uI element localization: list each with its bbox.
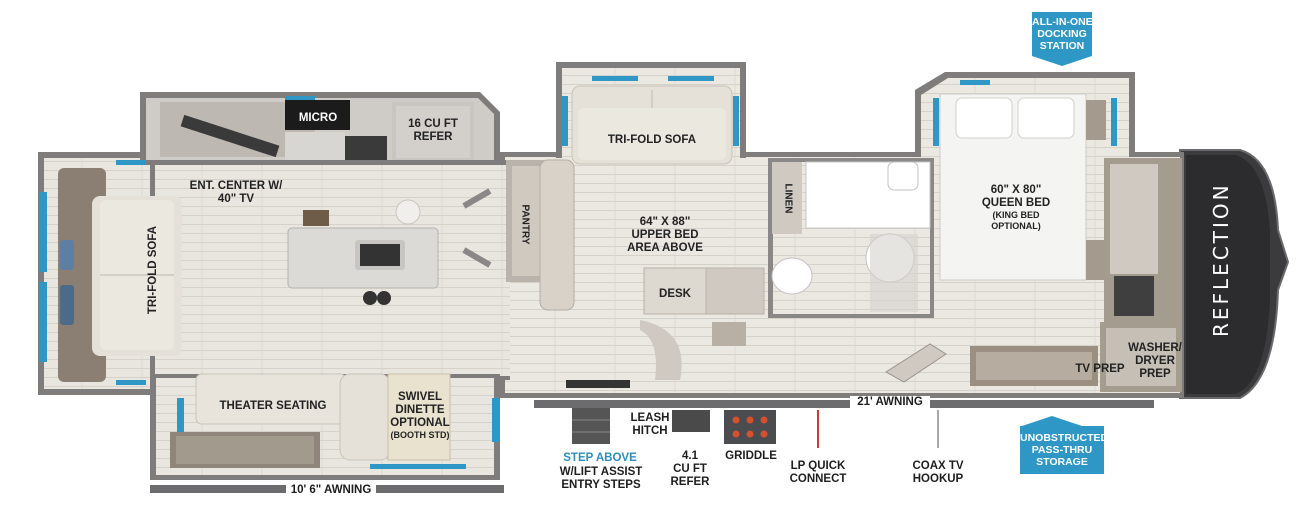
- pass-thru-line-3: STORAGE: [1036, 456, 1088, 468]
- washer-dryer-line-2: DRYER: [1135, 355, 1175, 367]
- exterior-refer-line-2: CU FT: [673, 463, 707, 475]
- docking-station-line-2: DOCKING: [1037, 28, 1087, 40]
- desk-label: DESK: [659, 288, 691, 300]
- bathroom: [768, 158, 934, 318]
- bedroom-dresser: [885, 343, 1098, 386]
- lift-assist-label: w/LIFT ASSIST ENTRY STEPS: [556, 466, 646, 492]
- upper-bed-line-1: 64" x 88": [639, 216, 691, 228]
- refer-label-line-1: 16 CU FT: [408, 118, 458, 130]
- linen-label: LINEN: [782, 183, 794, 214]
- leash-hitch-line-2: HITCH: [632, 425, 668, 437]
- swivel-dinette-label: SWIVEL DINETTE OPTIONAL (BOOTH STD): [388, 391, 452, 441]
- queen-bed: [939, 93, 1106, 281]
- queen-bed-label: 60" x 80" QUEEN BED (KING BED OPTIONAL): [966, 184, 1066, 232]
- griddle-label: GRIDDLE: [725, 450, 777, 462]
- coax-tv-line-2: HOOKUP: [912, 473, 964, 485]
- ent-center-line-2: 40" TV: [217, 193, 255, 205]
- pass-thru-line-2: PASS-THRU: [1031, 444, 1093, 456]
- brand-logo: REFLECTION: [1209, 182, 1233, 337]
- refer-label: 16 CU FT REFER: [392, 118, 474, 144]
- pass-thru-callout: UNOBSTRUCTED PASS-THRU STORAGE: [1020, 432, 1109, 468]
- upper-bed-line-2: UPPER BED: [631, 229, 699, 241]
- queen-bed-line-2: QUEEN BED: [981, 197, 1051, 209]
- tri-fold-sofa-mid-label: TRI-FOLD SOFA: [607, 134, 697, 146]
- awning-slide-label: 10' 6" AWNING: [286, 484, 376, 497]
- upper-bed-label: 64" x 88" UPPER BED AREA ABOVE: [600, 216, 730, 255]
- leash-hitch-label: LEASH HITCH: [628, 412, 672, 438]
- tri-fold-sofa-mid: [571, 85, 733, 165]
- washer-dryer-label: WASHER/ DRYER PREP: [1126, 342, 1184, 381]
- tv-prep-label: TV PREP: [1075, 363, 1125, 375]
- lp-quick-connect-label: LP QUICK CONNECT: [784, 460, 852, 486]
- upper-bed-line-3: AREA ABOVE: [627, 242, 703, 254]
- lp-quick-line-2: CONNECT: [789, 473, 847, 485]
- exterior-features: [566, 380, 939, 448]
- swivel-dinette-line-3: OPTIONAL: [390, 417, 450, 429]
- tri-fold-sofa-left-label: TRI-FOLD SOFA: [147, 225, 159, 315]
- theater-seating: [170, 373, 451, 468]
- swivel-dinette-line-1: SWIVEL: [397, 391, 443, 403]
- exterior-refer-line-3: REFER: [670, 476, 710, 488]
- queen-bed-note-1: (KING BED: [992, 210, 1040, 220]
- leash-hitch-line-1: LEASH: [630, 412, 670, 424]
- lift-assist-line-1: w/LIFT ASSIST: [559, 466, 643, 478]
- windows: [40, 76, 1164, 469]
- swivel-dinette-line-2: DINETTE: [395, 404, 445, 416]
- awning-main-label: 21' AWNING: [850, 396, 930, 409]
- pantry-label: PANTRY: [519, 204, 531, 245]
- pass-thru-line-1: UNOBSTRUCTED: [1020, 432, 1109, 444]
- exterior-refer-line-1: 4.1: [682, 450, 698, 462]
- step-above-label: STEP ABOVE: [563, 452, 637, 464]
- exterior-refer-label: 4.1 CU FT REFER: [664, 450, 716, 489]
- kitchen-island: [287, 199, 439, 305]
- coax-tv-line-1: COAX TV: [912, 460, 964, 472]
- queen-bed-line-1: 60" x 80": [990, 184, 1042, 196]
- pantry-unit: [462, 159, 575, 311]
- refer-label-line-2: REFER: [413, 131, 453, 143]
- front-closet: [1100, 158, 1182, 392]
- desk-area: [640, 267, 765, 380]
- kitchen-counter: [160, 100, 474, 160]
- swivel-dinette-line-4: (BOOTH STD): [390, 430, 450, 440]
- docking-station-line-1: ALL-IN-ONE: [1032, 16, 1093, 28]
- washer-dryer-line-3: PREP: [1139, 368, 1171, 380]
- queen-bed-note-2: OPTIONAL): [991, 221, 1041, 231]
- docking-station-callout: ALL-IN-ONE DOCKING STATION: [1032, 16, 1093, 52]
- callout-shapes: [1020, 12, 1104, 474]
- coax-tv-label: COAX TV HOOKUP: [906, 460, 970, 486]
- lp-quick-line-1: LP QUICK: [790, 460, 846, 472]
- lift-assist-line-2: ENTRY STEPS: [561, 479, 641, 491]
- front-cap: [1179, 149, 1290, 399]
- theater-seating-label: THEATER SEATING: [219, 400, 327, 412]
- docking-station-line-3: STATION: [1039, 40, 1085, 52]
- washer-dryer-line-1: WASHER/: [1128, 342, 1182, 354]
- tri-fold-sofa-left: [58, 168, 182, 382]
- micro-label: MICRO: [298, 112, 338, 124]
- ent-center-line-1: ENT. CENTER w/: [189, 180, 283, 192]
- ent-center-label: ENT. CENTER w/ 40" TV: [186, 180, 286, 206]
